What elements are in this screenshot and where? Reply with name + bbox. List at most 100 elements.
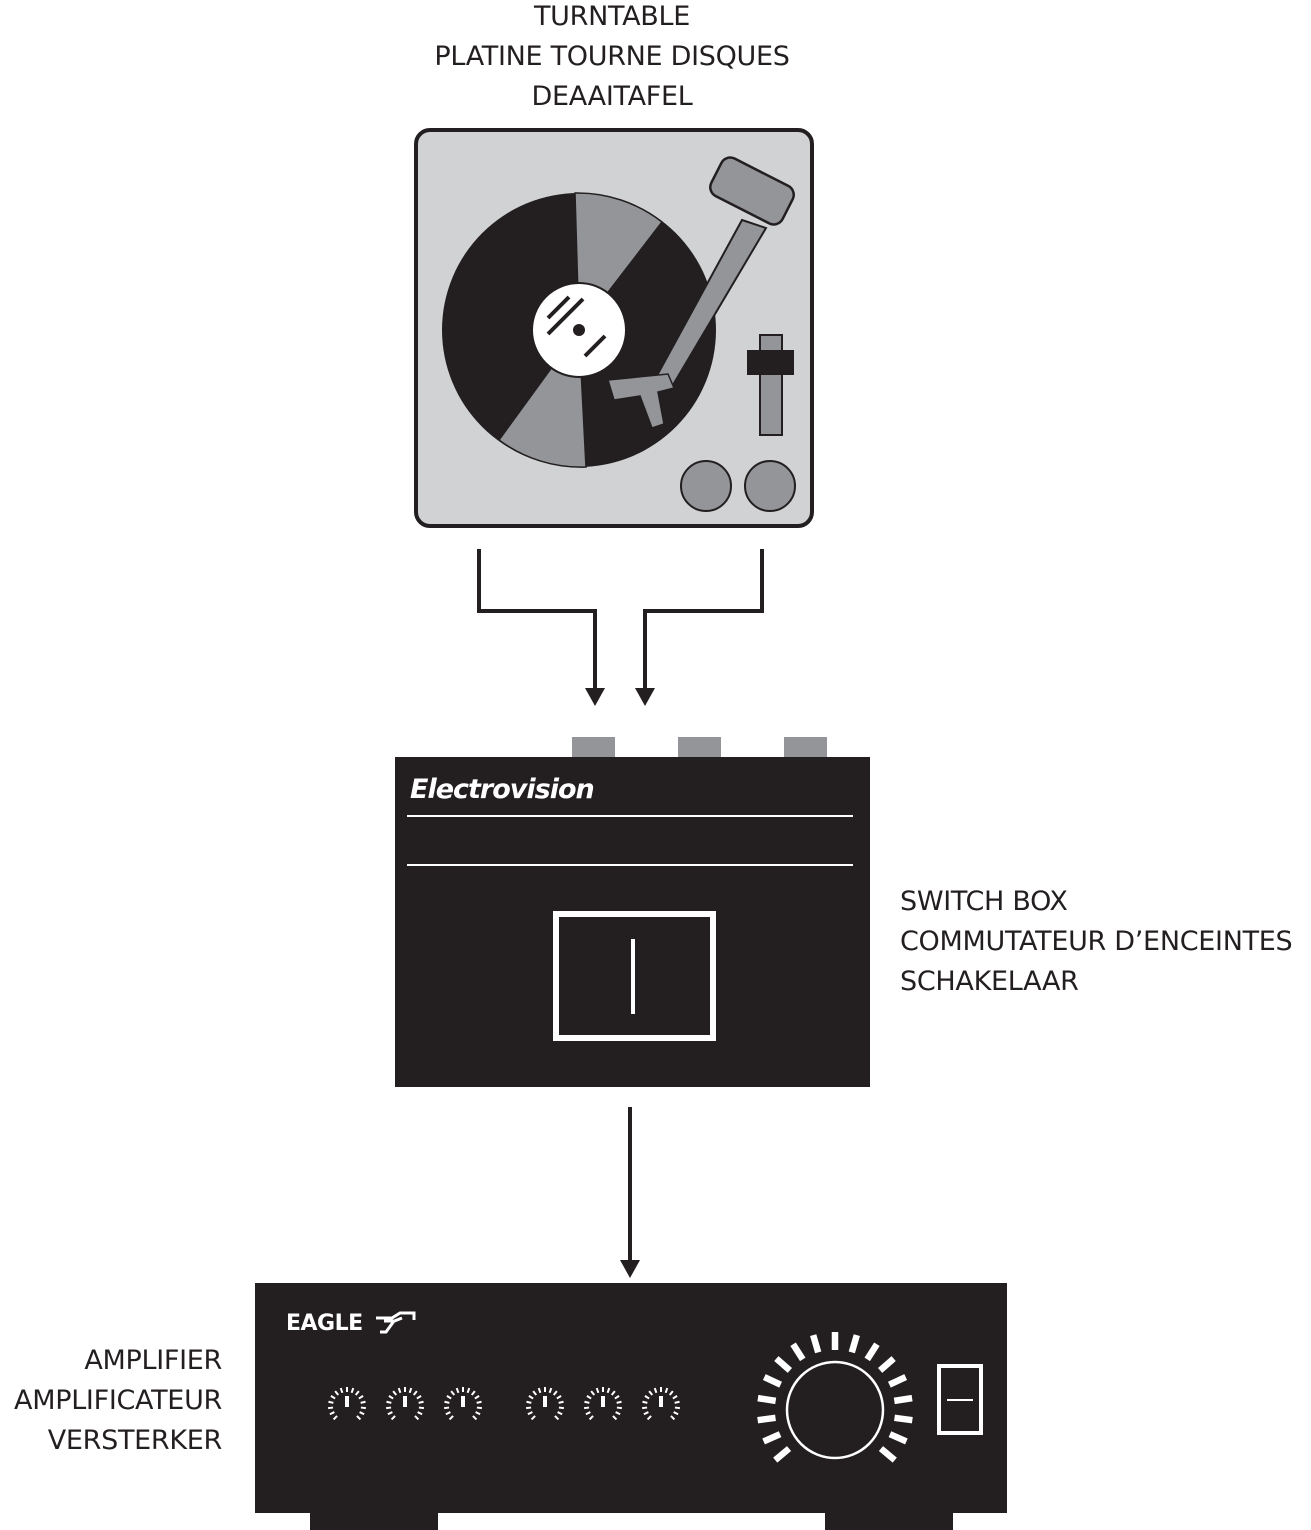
- knob-tick: [558, 1406, 564, 1410]
- knob-tick: [606, 1387, 611, 1394]
- knob-indicator: [543, 1396, 547, 1407]
- switch-box-label: SWITCH BOX COMMUTATEUR D’ENCEINTES SCHAK…: [900, 882, 1293, 1002]
- knob-tick: [476, 1400, 482, 1404]
- turntable-label-fr: PLATINE TOURNE DISQUES: [434, 41, 790, 72]
- signal-arrow-output: [620, 1107, 640, 1278]
- knob-tick: [774, 1356, 793, 1373]
- knob-tick: [418, 1406, 424, 1410]
- knob-tick: [643, 1411, 649, 1416]
- signal-arrow-left: [477, 549, 605, 706]
- knob-tick: [470, 1390, 476, 1396]
- knob-tick: [528, 1395, 534, 1400]
- pitch-slider-handle: [747, 350, 794, 375]
- knob-tick: [642, 1400, 648, 1404]
- knob-tick: [615, 1411, 621, 1416]
- tone-knob-4: [526, 1387, 564, 1421]
- turntable: [414, 128, 814, 528]
- knob-tick: [332, 1415, 338, 1421]
- knob-tick: [354, 1390, 360, 1396]
- knob-tick: [416, 1395, 422, 1400]
- knob-tick: [526, 1400, 532, 1404]
- knob-tick: [339, 1387, 344, 1394]
- knob-tick: [893, 1394, 913, 1405]
- knob-indicator: [461, 1396, 465, 1407]
- switch-box-label-nl: SCHAKELAAR: [900, 966, 1079, 997]
- knob-tick: [646, 1415, 652, 1421]
- control-button-right: [744, 460, 796, 512]
- knob-tick: [334, 1390, 340, 1396]
- knob-tick: [530, 1415, 536, 1421]
- knob-tick: [673, 1411, 679, 1416]
- knob-tick: [590, 1390, 596, 1396]
- knob-tick: [472, 1415, 478, 1421]
- knob-tick: [762, 1374, 782, 1388]
- knob-tick: [360, 1400, 366, 1404]
- knob-tick: [584, 1406, 590, 1410]
- knob-tick: [390, 1415, 396, 1421]
- tonearm: [607, 156, 795, 429]
- knob-tick: [356, 1415, 362, 1421]
- knob-tick: [388, 1395, 394, 1400]
- knob-tick: [757, 1394, 777, 1405]
- knob-tick: [864, 1342, 880, 1362]
- knob-tick: [445, 1411, 451, 1416]
- amplifier-label-fr: AMPLIFICATEUR: [14, 1385, 222, 1416]
- tonearm-counterweight: [709, 156, 795, 226]
- knob-tick: [414, 1415, 420, 1421]
- knob-tick: [397, 1387, 402, 1394]
- knob-tick: [670, 1415, 676, 1421]
- volume-knob: [757, 1332, 913, 1463]
- pitch-slider: [747, 334, 794, 436]
- knob-tick: [476, 1406, 482, 1410]
- knob-tick: [532, 1390, 538, 1396]
- knob-tick: [642, 1406, 648, 1410]
- amplifier: EAGLE: [255, 1283, 1007, 1530]
- knob-tick: [360, 1406, 366, 1410]
- knob-tick: [450, 1390, 456, 1396]
- knob-tick: [888, 1431, 908, 1445]
- knob-tick: [417, 1411, 423, 1416]
- tone-knob-2: [386, 1387, 424, 1421]
- knob-tick: [584, 1400, 590, 1404]
- eagle-logo-icon: [376, 1311, 416, 1334]
- knob-indicator: [601, 1396, 605, 1407]
- record-spindle: [573, 324, 585, 336]
- knob-tick: [757, 1414, 776, 1424]
- knob-tick: [554, 1415, 560, 1421]
- small-knobs: [328, 1387, 680, 1421]
- knob-tick: [448, 1415, 454, 1421]
- knob-tick: [616, 1400, 622, 1404]
- input-port-1: [572, 737, 615, 757]
- knob-tick: [328, 1406, 334, 1410]
- amplifier-label: AMPLIFIER AMPLIFICATEUR VERSTERKER: [0, 1341, 222, 1461]
- knob-tick: [387, 1411, 393, 1416]
- knob-tick: [586, 1395, 592, 1400]
- amplifier-label-en: AMPLIFIER: [84, 1345, 222, 1376]
- knob-tick: [557, 1411, 563, 1416]
- switch-box: Electrovision: [395, 737, 870, 1087]
- knob-tick: [328, 1400, 334, 1404]
- knob-tick: [475, 1411, 481, 1416]
- knob-tick: [386, 1400, 392, 1404]
- knob-tick: [644, 1395, 650, 1400]
- knob-tick: [653, 1387, 658, 1394]
- knob-tick: [392, 1390, 398, 1396]
- knob-tick: [610, 1390, 616, 1396]
- power-switch: [937, 1364, 983, 1435]
- knob-tick: [418, 1400, 424, 1404]
- tone-knob-1: [328, 1387, 366, 1421]
- switch-box-label-en: SWITCH BOX: [900, 886, 1068, 917]
- knob-tick: [455, 1387, 460, 1394]
- knob-tick: [386, 1406, 392, 1410]
- knob-tick: [444, 1400, 450, 1404]
- amplifier-foot-left: [310, 1510, 438, 1530]
- knob-tick: [878, 1446, 897, 1463]
- knob-tick: [664, 1387, 669, 1394]
- knob-tick: [612, 1415, 618, 1421]
- knob-tick: [408, 1387, 413, 1394]
- knob-tick: [330, 1395, 336, 1400]
- amplifier-foot-right: [825, 1510, 953, 1530]
- control-button-left: [680, 460, 732, 512]
- knob-tick: [588, 1415, 594, 1421]
